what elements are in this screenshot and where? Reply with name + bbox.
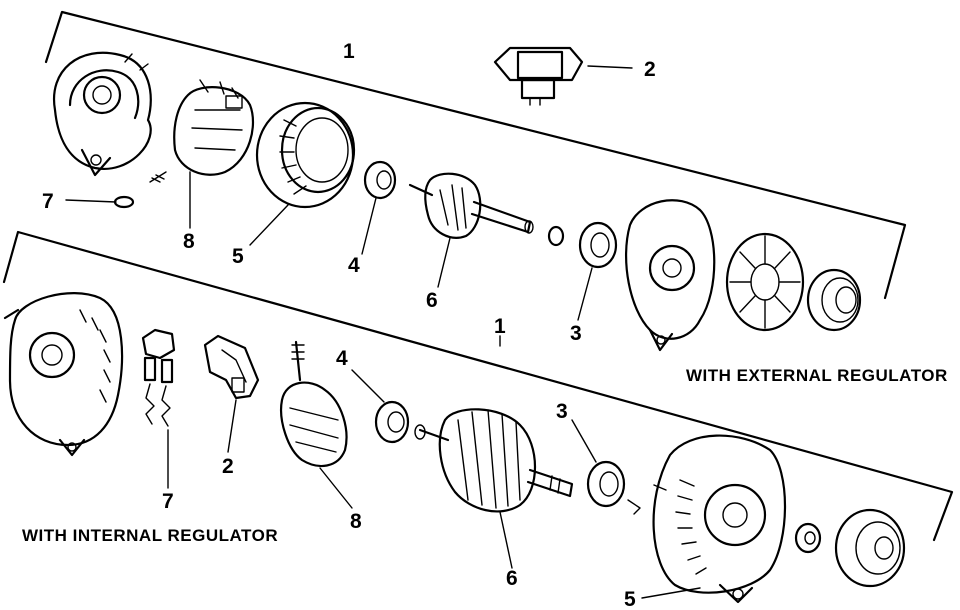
- rectifier-external: [173, 79, 254, 176]
- pulley-nut-internal: [794, 522, 822, 554]
- rectifier-internal: [280, 340, 348, 468]
- callout-int-1: 1: [494, 315, 506, 338]
- cooling-fan-external: [725, 232, 805, 332]
- bearing-rear-external: [578, 221, 618, 269]
- bearing-front-external: [363, 160, 397, 200]
- callout-int-7: 7: [162, 490, 174, 513]
- callout-ext-6: 6: [426, 289, 438, 312]
- callout-int-5: 5: [624, 588, 636, 610]
- callout-ext-4: 4: [348, 254, 360, 277]
- rotor-internal: [414, 408, 574, 513]
- bearing-rear-internal: [586, 460, 626, 508]
- terminal-internal: [627, 484, 667, 515]
- callout-ext-7: 7: [42, 190, 54, 213]
- callout-int-4: 4: [336, 347, 348, 370]
- callout-int-2: 2: [222, 455, 234, 478]
- callout-ext-3: 3: [570, 322, 582, 345]
- callout-ext-5: 5: [232, 245, 244, 268]
- callout-ext-2: 2: [644, 58, 656, 81]
- rear-housing-external: [52, 51, 152, 177]
- callout-int-3: 3: [556, 400, 568, 423]
- washer-external: [547, 225, 565, 247]
- callout-int-6: 6: [506, 567, 518, 590]
- caption-external-regulator: WITH EXTERNAL REGULATOR: [686, 366, 948, 385]
- drive-end-frame-external: [624, 199, 716, 352]
- external-assembly-bracket: [44, 10, 907, 300]
- bearing-front-internal: [374, 400, 410, 444]
- internal-regulator-assembly: [2, 230, 954, 604]
- voltage-regulator-external: [493, 46, 584, 106]
- callout-int-8: 8: [350, 510, 362, 533]
- rotor-external: [408, 172, 534, 239]
- callout-ext-1: 1: [343, 40, 355, 63]
- brush-set-internal: [141, 328, 176, 427]
- internal-assembly-bracket: [2, 230, 954, 542]
- drive-end-housing-internal: [652, 434, 787, 604]
- pin-external: [113, 171, 167, 209]
- voltage-regulator-internal: [203, 334, 260, 400]
- callout-ext-8: 8: [183, 230, 195, 253]
- pulley-external: [806, 268, 862, 332]
- pulley-internal: [834, 508, 906, 588]
- caption-internal-regulator: WITH INTERNAL REGULATOR: [22, 526, 278, 545]
- rear-housing-internal: [3, 292, 124, 457]
- stator-external: [255, 101, 356, 209]
- external-regulator-assembly: [44, 10, 907, 352]
